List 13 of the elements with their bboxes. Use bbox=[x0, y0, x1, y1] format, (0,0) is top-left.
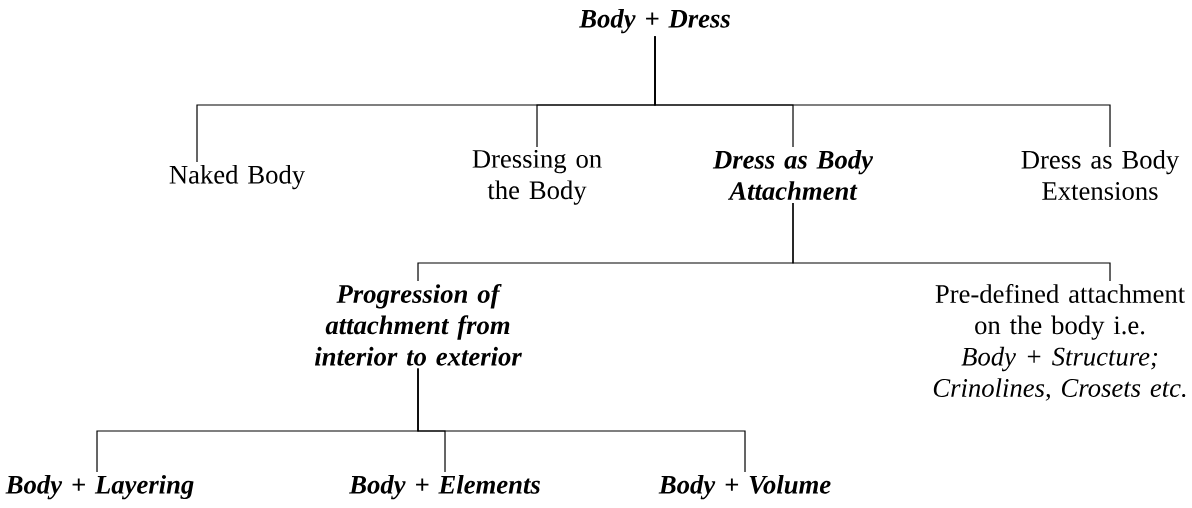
tree-label: Progression of attachment from interior to exterior bbox=[314, 283, 522, 366]
tree-label: Body + Layering bbox=[5, 474, 194, 500]
tree-label: Body + Elements bbox=[349, 474, 540, 500]
tree-label: Naked Body bbox=[169, 164, 306, 190]
tree-label: Body + Dress bbox=[579, 8, 730, 34]
connector-line bbox=[654, 35, 1111, 148]
tree-label: Dressing on the Body bbox=[472, 149, 602, 205]
connector-line bbox=[417, 367, 746, 473]
tree-label: Body + Volume bbox=[658, 474, 831, 500]
tree-label: Dress as Body Extensions bbox=[1021, 149, 1180, 200]
tree-label: Pre-defined attachment on the body i.e. Body + Structure; Crinolines, Crosets etc. bbox=[933, 283, 1186, 401]
connector-line bbox=[792, 202, 1111, 282]
tree-label: Dress as Body Attachment bbox=[712, 149, 874, 201]
